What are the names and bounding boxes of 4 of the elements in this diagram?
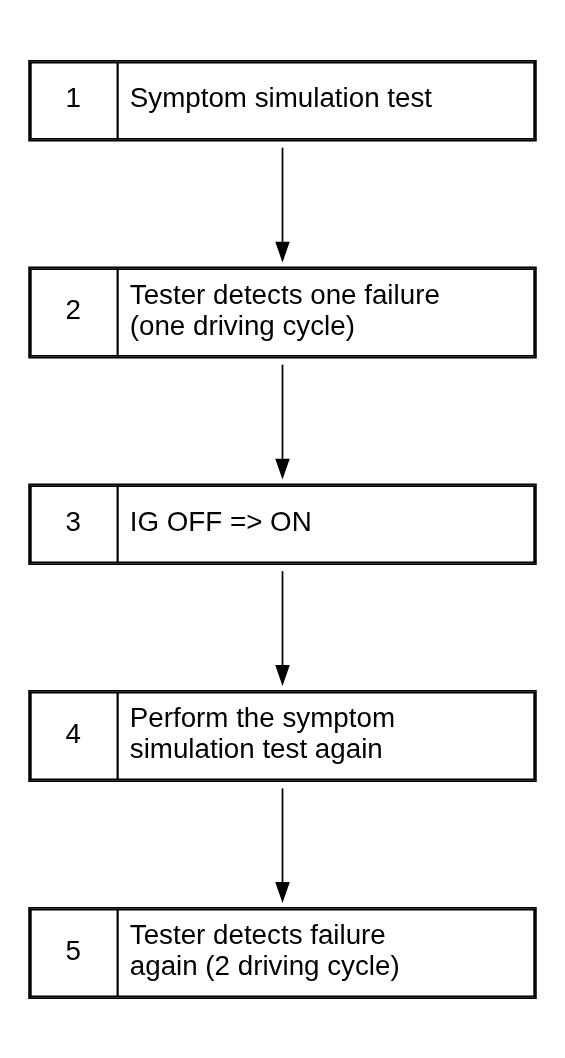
arrow xyxy=(275,363,290,479)
arrow xyxy=(275,569,290,686)
arrow xyxy=(275,787,290,903)
arrow xyxy=(275,146,290,262)
